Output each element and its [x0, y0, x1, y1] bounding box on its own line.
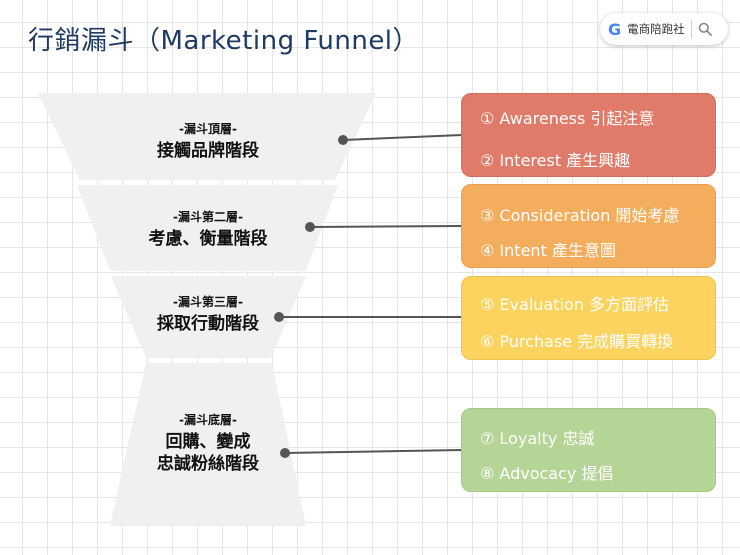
- stage-item-purchase: ⑥ Purchase 完成購買轉換: [480, 332, 674, 351]
- connector-4: [280, 448, 463, 458]
- stage-item-awareness: ① Awareness 引起注意: [480, 109, 655, 128]
- connector-2: [305, 222, 463, 232]
- funnel-layer-4-text: -漏斗底層- 回購、變成 忠誠粉絲階段: [157, 412, 259, 475]
- search-icon[interactable]: [698, 22, 712, 36]
- funnel-layer-2: [77, 185, 338, 271]
- google-icon: G: [608, 19, 622, 39]
- stage-box-4: ⑦ Loyalty 忠誠 ⑧ Advocacy 提倡: [461, 408, 716, 492]
- search-divider: [690, 20, 692, 38]
- search-widget[interactable]: G 電商陪跑社: [600, 13, 728, 45]
- funnel-layer-2-text: -漏斗第二層- 考慮、衡量階段: [149, 209, 268, 250]
- page-title: 行銷漏斗（Marketing Funnel）: [28, 26, 420, 56]
- connector-1: [338, 134, 463, 145]
- stage-item-consideration: ③ Consideration 開始考慮: [480, 206, 680, 225]
- funnel-layer-3-sublabel: -漏斗第三層-: [173, 295, 243, 309]
- funnel-layer-1: [38, 93, 376, 180]
- stage-box-2: ③ Consideration 開始考慮 ④ Intent 產生意圖: [461, 184, 716, 268]
- funnel-layer-3-label: 採取行動階段: [157, 314, 259, 334]
- funnel-layer-1-text: -漏斗頂層- 接觸品牌階段: [157, 121, 259, 162]
- funnel-layer-3: [111, 276, 306, 358]
- search-brand-label: 電商陪跑社: [627, 22, 685, 36]
- stage-box-1: ① Awareness 引起注意 ② Interest 產生興趣: [461, 93, 716, 177]
- funnel-layer-4-label-line1: 回購、變成: [165, 432, 251, 452]
- funnel-layer-2-sublabel: -漏斗第二層-: [173, 210, 243, 224]
- funnel-layer-4-label-line2: 忠誠粉絲階段: [157, 454, 259, 474]
- stage-item-intent: ④ Intent 產生意圖: [480, 241, 616, 260]
- stage-item-interest: ② Interest 產生興趣: [480, 151, 631, 170]
- funnel-layer-1-label: 接觸品牌階段: [157, 141, 259, 161]
- stage-item-evaluation: ⑤ Evaluation 多方面評估: [480, 295, 669, 314]
- funnel-layer-1-sublabel: -漏斗頂層-: [179, 122, 237, 136]
- funnel-layer-2-label: 考慮、衡量階段: [148, 229, 268, 249]
- funnel-layer-3-text: -漏斗第三層- 採取行動階段: [157, 294, 259, 335]
- stage-box-3: ⑤ Evaluation 多方面評估 ⑥ Purchase 完成購買轉換: [461, 276, 716, 360]
- funnel-layer-4-sublabel: -漏斗底層-: [179, 413, 237, 427]
- connector-3: [274, 312, 462, 322]
- stage-item-advocacy: ⑧ Advocacy 提倡: [480, 464, 614, 483]
- stage-item-loyalty: ⑦ Loyalty 忠誠: [480, 429, 595, 448]
- funnel-layer-4: [110, 363, 306, 526]
